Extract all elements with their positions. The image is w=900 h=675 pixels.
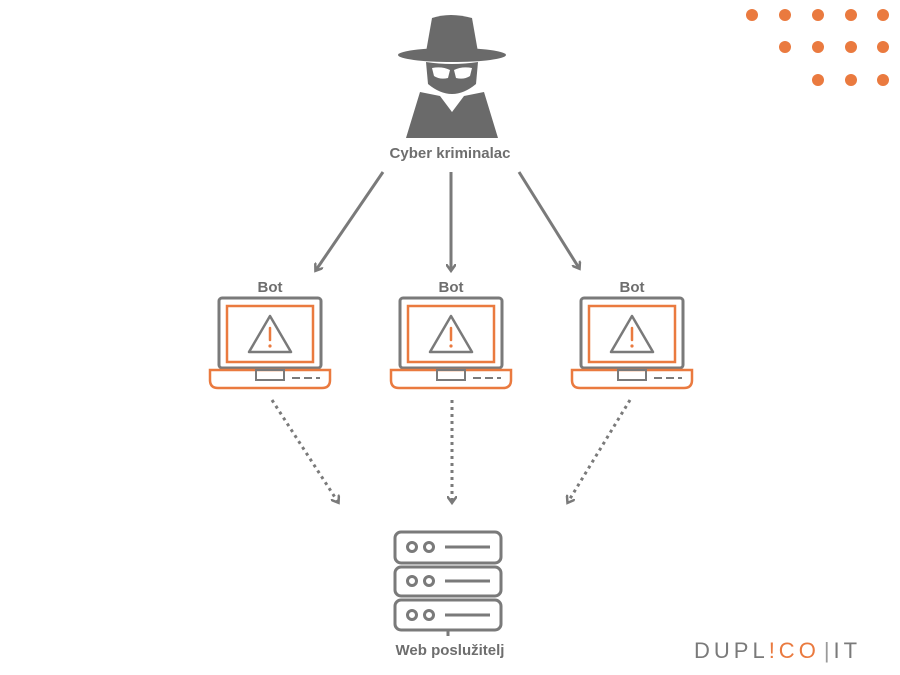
logo-part1: DUPL xyxy=(694,638,769,663)
bot-1-label: Bot xyxy=(257,279,283,296)
edge-attacker-bot-1 xyxy=(316,171,385,270)
bot-2 xyxy=(389,296,513,390)
logo-part2: IT xyxy=(833,638,862,663)
decorative-dots xyxy=(746,9,889,86)
laptop-warning-icon xyxy=(389,296,513,390)
hacker-icon xyxy=(398,15,506,138)
logo-accent: !CO xyxy=(768,638,820,663)
ddos-arrows xyxy=(270,399,632,502)
server-label: Web poslužitelj xyxy=(395,642,505,659)
attack-arrows xyxy=(316,171,579,270)
bot-1 xyxy=(208,296,332,390)
edge-bot-1-target xyxy=(270,399,338,502)
server-icon xyxy=(393,530,503,636)
bot-3-label: Bot xyxy=(619,279,645,296)
bot-3 xyxy=(570,296,694,390)
attacker-label: Cyber kriminalac xyxy=(389,145,511,162)
bot-2-label: Bot xyxy=(438,279,464,296)
laptop-warning-icon xyxy=(570,296,694,390)
duplico-it-logo: DUPL!CO|IT xyxy=(694,638,884,664)
edge-bot-3-target xyxy=(568,399,632,502)
laptop-warning-icon xyxy=(208,296,332,390)
logo-separator: | xyxy=(823,638,830,663)
edge-attacker-bot-3 xyxy=(517,171,579,268)
